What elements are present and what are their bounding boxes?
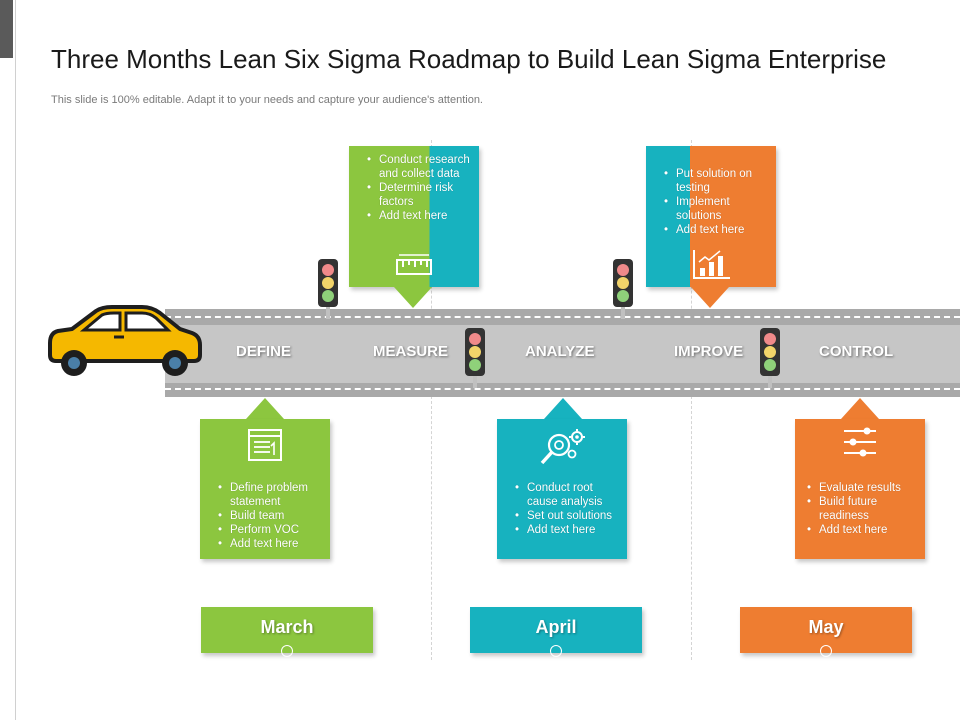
list-item: Add text here — [805, 523, 923, 537]
stage-improve: IMPROVE — [674, 343, 744, 360]
stage-measure: MEASURE — [373, 343, 449, 360]
stage-control: CONTROL — [819, 343, 894, 360]
gear-search-icon — [540, 429, 585, 465]
month-april: April — [470, 607, 642, 657]
month-label: April — [535, 617, 577, 637]
month-divider-1 — [431, 140, 432, 660]
analyze-pointer — [544, 398, 582, 419]
page-subtitle: This slide is 100% editable. Adapt it to… — [51, 94, 483, 106]
stage-analyze: ANALYZE — [525, 343, 595, 360]
list-item: Add text here — [216, 537, 326, 551]
document-icon — [248, 429, 282, 461]
control-pointer — [841, 398, 879, 419]
month-march: March — [201, 607, 373, 657]
sliders-icon — [844, 427, 876, 457]
month-may: May — [740, 607, 912, 657]
list-item: Build future readiness — [805, 495, 923, 523]
list-item: Determine risk factors — [365, 181, 471, 209]
list-item: Conduct research and collect data — [365, 153, 471, 181]
list-item: Implement solutions — [662, 195, 772, 223]
month-divider-2 — [691, 140, 692, 660]
traffic-light-icon — [318, 259, 338, 319]
road-edge-top — [165, 316, 960, 318]
ruler-icon — [396, 254, 432, 275]
improve-card: Put solution on testing Implement soluti… — [646, 146, 776, 287]
improve-pointer — [691, 287, 729, 308]
road-lane — [165, 325, 960, 383]
bar-chart-up-icon — [693, 250, 730, 279]
road: DEFINE MEASURE ANALYZE IMPROVE CONTROL — [165, 309, 960, 397]
traffic-light-icon — [465, 328, 485, 388]
measure-pointer — [394, 287, 432, 308]
page-title: Three Months Lean Six Sigma Roadmap to B… — [51, 44, 887, 74]
list-item: Evaluate results — [805, 481, 923, 495]
list-item: Add text here — [365, 209, 471, 223]
list-item: Put solution on testing — [662, 167, 772, 195]
traffic-light-icon — [760, 328, 780, 388]
control-card: Evaluate results Build future readiness … — [795, 419, 925, 559]
road-edge-bottom — [165, 388, 960, 390]
measure-card: Conduct research and collect data Determ… — [349, 146, 479, 287]
define-pointer — [246, 398, 284, 419]
list-item: Set out solutions — [513, 509, 625, 523]
list-item: Perform VOC — [216, 523, 326, 537]
month-marker — [820, 645, 832, 657]
month-marker — [550, 645, 562, 657]
corner-accent — [0, 0, 13, 58]
month-label: March — [260, 617, 314, 637]
list-item: Add text here — [513, 523, 625, 537]
list-item: Build team — [216, 509, 326, 523]
list-item: Add text here — [662, 223, 772, 237]
analyze-card: Conduct root cause analysis Set out solu… — [497, 419, 627, 559]
car-icon — [48, 305, 202, 376]
month-label: May — [808, 617, 844, 637]
left-divider — [15, 0, 16, 720]
define-card: Define problem statement Build team Perf… — [200, 419, 330, 559]
list-item: Define problem statement — [216, 481, 326, 509]
month-marker — [281, 645, 293, 657]
traffic-light-icon — [613, 259, 633, 319]
stage-define: DEFINE — [236, 343, 292, 360]
list-item: Conduct root cause analysis — [513, 481, 625, 509]
